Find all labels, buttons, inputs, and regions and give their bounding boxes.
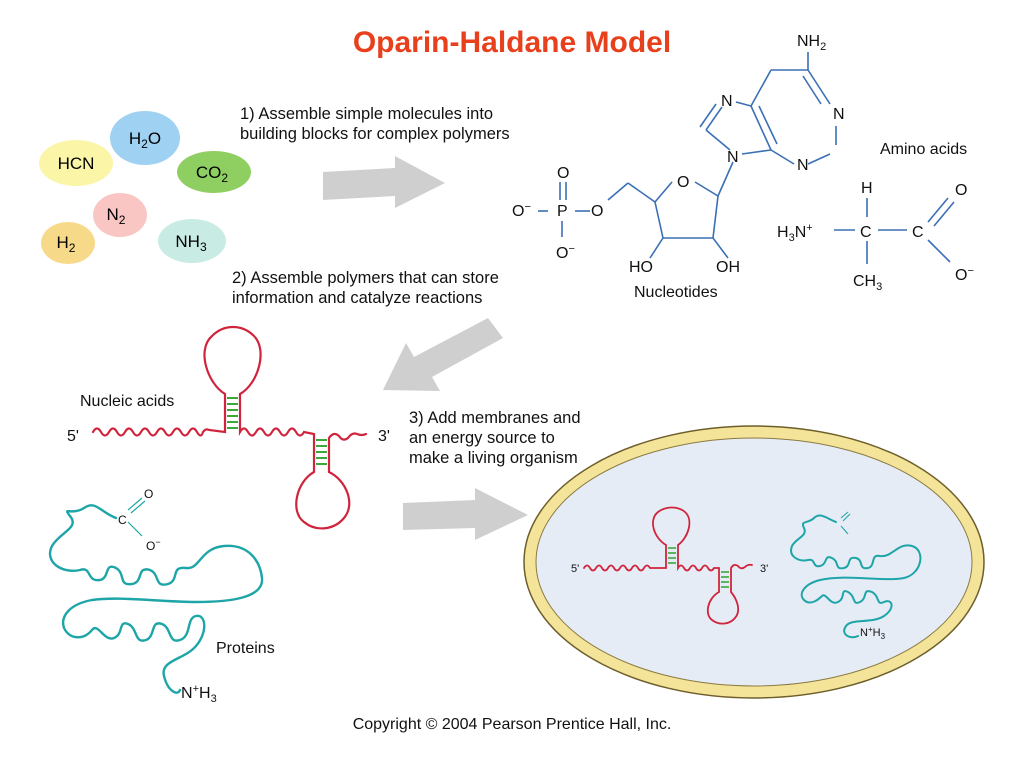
carboxyl-o-minus: O− [955, 265, 974, 284]
carboxyl-double-o: O [955, 182, 967, 199]
nucleotides-caption: Nucleotides [634, 284, 718, 301]
protein-carbon: C [118, 513, 127, 527]
three-prime-label: 3' [378, 428, 390, 445]
arrow-step-1 [323, 156, 445, 208]
ring-n-2: N [797, 157, 809, 174]
cell-cytoplasm [535, 437, 973, 687]
ho-label: HO [629, 259, 653, 276]
protein-double-o: O [144, 487, 153, 501]
alpha-h: H [861, 180, 873, 197]
cell-protein-carboxyl-bonds [840, 511, 851, 535]
cell-three-prime: 3' [760, 563, 768, 575]
nh3-label: NH3 [175, 232, 207, 254]
step-1-line-2: building blocks for complex polymers [240, 125, 510, 143]
step-1-line-1: 1) Assemble simple molecules into [240, 105, 494, 123]
step-2-line-2: information and catalyze reactions [232, 289, 483, 307]
base-pairs-upper [227, 397, 238, 429]
h2o-label: H2O [129, 129, 161, 151]
phosphate-o-minus-bottom: O− [556, 243, 575, 262]
step-3-line-2: an energy source to [409, 429, 555, 447]
ester-o: O [591, 203, 603, 220]
ring-n-4: N [727, 149, 739, 166]
n2-label: N2 [107, 205, 126, 227]
proteins-caption: Proteins [216, 640, 275, 657]
nucleic-acid-large: Nucleic acids 5' 3' [67, 325, 390, 530]
h2o-blob: H2O [110, 111, 180, 165]
copyright-notice: Copyright © 2004 Pearson Prentice Hall, … [352, 716, 672, 733]
phosphate-o-minus-left: O− [512, 201, 531, 220]
co2-label: CO2 [196, 163, 229, 185]
cell-protein-strand [790, 514, 922, 639]
five-prime-label: 5' [67, 428, 79, 445]
step-2-line-1: 2) Assemble polymers that can store [232, 269, 499, 287]
hcn-label: HCN [58, 154, 95, 173]
arrow-step-2 [383, 318, 503, 391]
h3n-plus: H3N+ [777, 222, 813, 244]
phosphate-double-o: O [557, 165, 569, 182]
co2-blob: CO2 [177, 151, 251, 193]
cell-rna-strand [583, 506, 753, 625]
sugar-o: O [677, 174, 689, 191]
protein-large: Proteins C O O− N+H3 [48, 487, 275, 705]
nh3-blob: NH3 [158, 219, 226, 263]
simple-molecules: HCN H2O CO2 N2 H2 NH3 [39, 111, 251, 264]
protein-n-terminus: N+H3 [181, 683, 217, 705]
cell-base-pairs [668, 547, 729, 588]
step-2-text: 2) Assemble polymers that can store info… [232, 268, 499, 308]
protein-o-minus: O− [146, 537, 161, 553]
nh2-label: NH2 [797, 33, 826, 53]
step-3-line-3: make a living organism [409, 449, 578, 467]
step-3-text: 3) Add membranes and an energy source to… [409, 408, 581, 468]
phosphorus: P [557, 203, 568, 220]
amino-acid-structure [834, 197, 955, 264]
ring-n-1: N [833, 106, 845, 123]
page-title: Oparin-Haldane Model [352, 26, 672, 59]
arrow-step-3 [403, 488, 528, 540]
protein-strand [48, 504, 264, 694]
h2-label: H2 [57, 233, 76, 255]
ch3-label: CH3 [853, 273, 882, 293]
step-3-line-1: 3) Add membranes and [409, 409, 581, 427]
nucleotide-labels: NH2 N N N N O O O O− O− P HO OH Nucleoti… [512, 33, 845, 301]
amino-acid-labels: Amino acids H H3N+ C C O O− CH3 [777, 141, 974, 293]
step-1-text: 1) Assemble simple molecules into buildi… [240, 104, 510, 144]
hcn-blob: HCN [39, 140, 113, 186]
nucleotide-structure [538, 52, 837, 259]
base-pairs-lower [316, 439, 327, 465]
nucleic-acids-caption: Nucleic acids [80, 393, 174, 410]
cell: 5' 3' N+H3 [523, 425, 985, 699]
h2-blob: H2 [41, 222, 95, 264]
cell-five-prime: 5' [571, 563, 579, 575]
alpha-carbon: C [860, 224, 872, 241]
protein-carboxyl-bonds [127, 497, 146, 537]
ring-n-3: N [721, 93, 733, 110]
oh-label: OH [716, 259, 740, 276]
n2-blob: N2 [93, 193, 147, 237]
cell-protein-n-terminus: N+H3 [860, 625, 886, 641]
rna-strand [91, 325, 368, 530]
amino-acids-caption: Amino acids [880, 141, 967, 158]
carboxyl-carbon: C [912, 224, 924, 241]
